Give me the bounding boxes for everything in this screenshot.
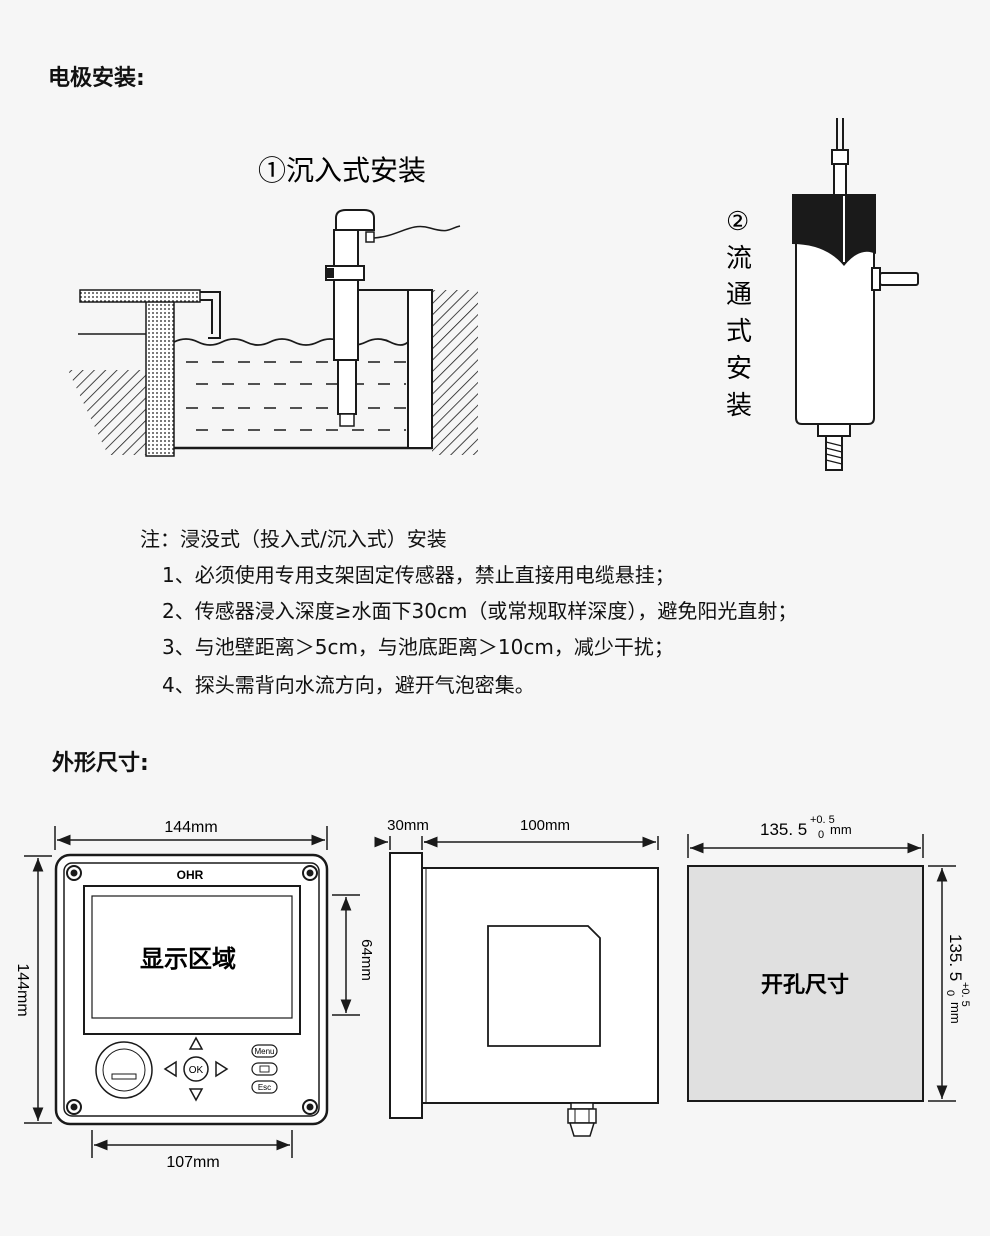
bottom-width-label: 107mm <box>166 1154 219 1171</box>
flow-install-char: 通 <box>726 280 752 310</box>
installation-diagram: ①沉入式安装 <box>68 118 919 471</box>
front-height-label: 144mm <box>14 963 31 1016</box>
dimensions-section-title: 外形尺寸: <box>52 751 149 776</box>
tank-illustration <box>68 209 478 457</box>
immersion-install-label: ①沉入式安装 <box>258 154 426 187</box>
cutout-height-tol-upper: +0. 5 <box>959 982 971 1007</box>
flow-install-char: 装 <box>726 391 752 421</box>
cutout-area-label: 开孔尺寸 <box>761 972 849 998</box>
side-view: 30mm 100mm <box>374 817 659 1137</box>
esc-key: Esc <box>258 1083 271 1092</box>
install-note-item: 4、探头需背向水流方向，避开气泡密集。 <box>162 673 535 697</box>
display-height-label: 64mm <box>358 939 375 981</box>
flow-install-number: ② <box>726 207 749 237</box>
dimension-drawings: 144mm 144mm OHR 显示区域 OK Menu Es <box>14 814 971 1171</box>
cutout-height-unit: mm <box>948 1002 963 1024</box>
install-note-title: 注：浸没式（投入式/沉入式）安装 <box>140 527 447 551</box>
flow-install-char: 式 <box>726 317 752 347</box>
cutout-width-label: 135. 5 <box>760 820 807 839</box>
cutout-height-tol-lower: 0 <box>944 990 956 996</box>
install-section-title: 电极安装: <box>48 66 145 91</box>
body-depth-label: 100mm <box>520 817 570 834</box>
ok-key: OK <box>189 1065 204 1076</box>
flow-install-char: 流 <box>726 244 752 274</box>
cutout-width-unit: mm <box>830 822 852 837</box>
install-note-item: 1、必须使用专用支架固定传感器，禁止直接用电缆悬挂； <box>162 563 675 587</box>
cutout-width-tol-lower: 0 <box>818 829 824 841</box>
install-note-item: 3、与池壁距离＞5cm，与池底距离＞10cm，减少干扰； <box>162 635 674 659</box>
install-note-item: 2、传感器浸入深度≥水面下30cm（或常规取样深度），避免阳光直射； <box>162 599 798 623</box>
menu-key: Menu <box>254 1047 274 1056</box>
panel-thickness-label: 30mm <box>387 817 429 834</box>
cutout-view: 135. 5 +0. 5 0 mm 开孔尺寸 135. 5 +0. 5 0 mm <box>687 814 971 1102</box>
front-view: 144mm 144mm OHR 显示区域 OK Menu Es <box>14 819 375 1171</box>
front-width-label: 144mm <box>164 819 217 836</box>
cutout-width-tol-upper: +0. 5 <box>810 814 835 826</box>
flow-install-char: 安 <box>726 354 752 384</box>
cutout-height-label: 135. 5 <box>946 934 965 981</box>
brand-logo: OHR <box>177 868 204 882</box>
display-area-label: 显示区域 <box>140 944 236 973</box>
flow-cell-illustration <box>792 118 919 471</box>
